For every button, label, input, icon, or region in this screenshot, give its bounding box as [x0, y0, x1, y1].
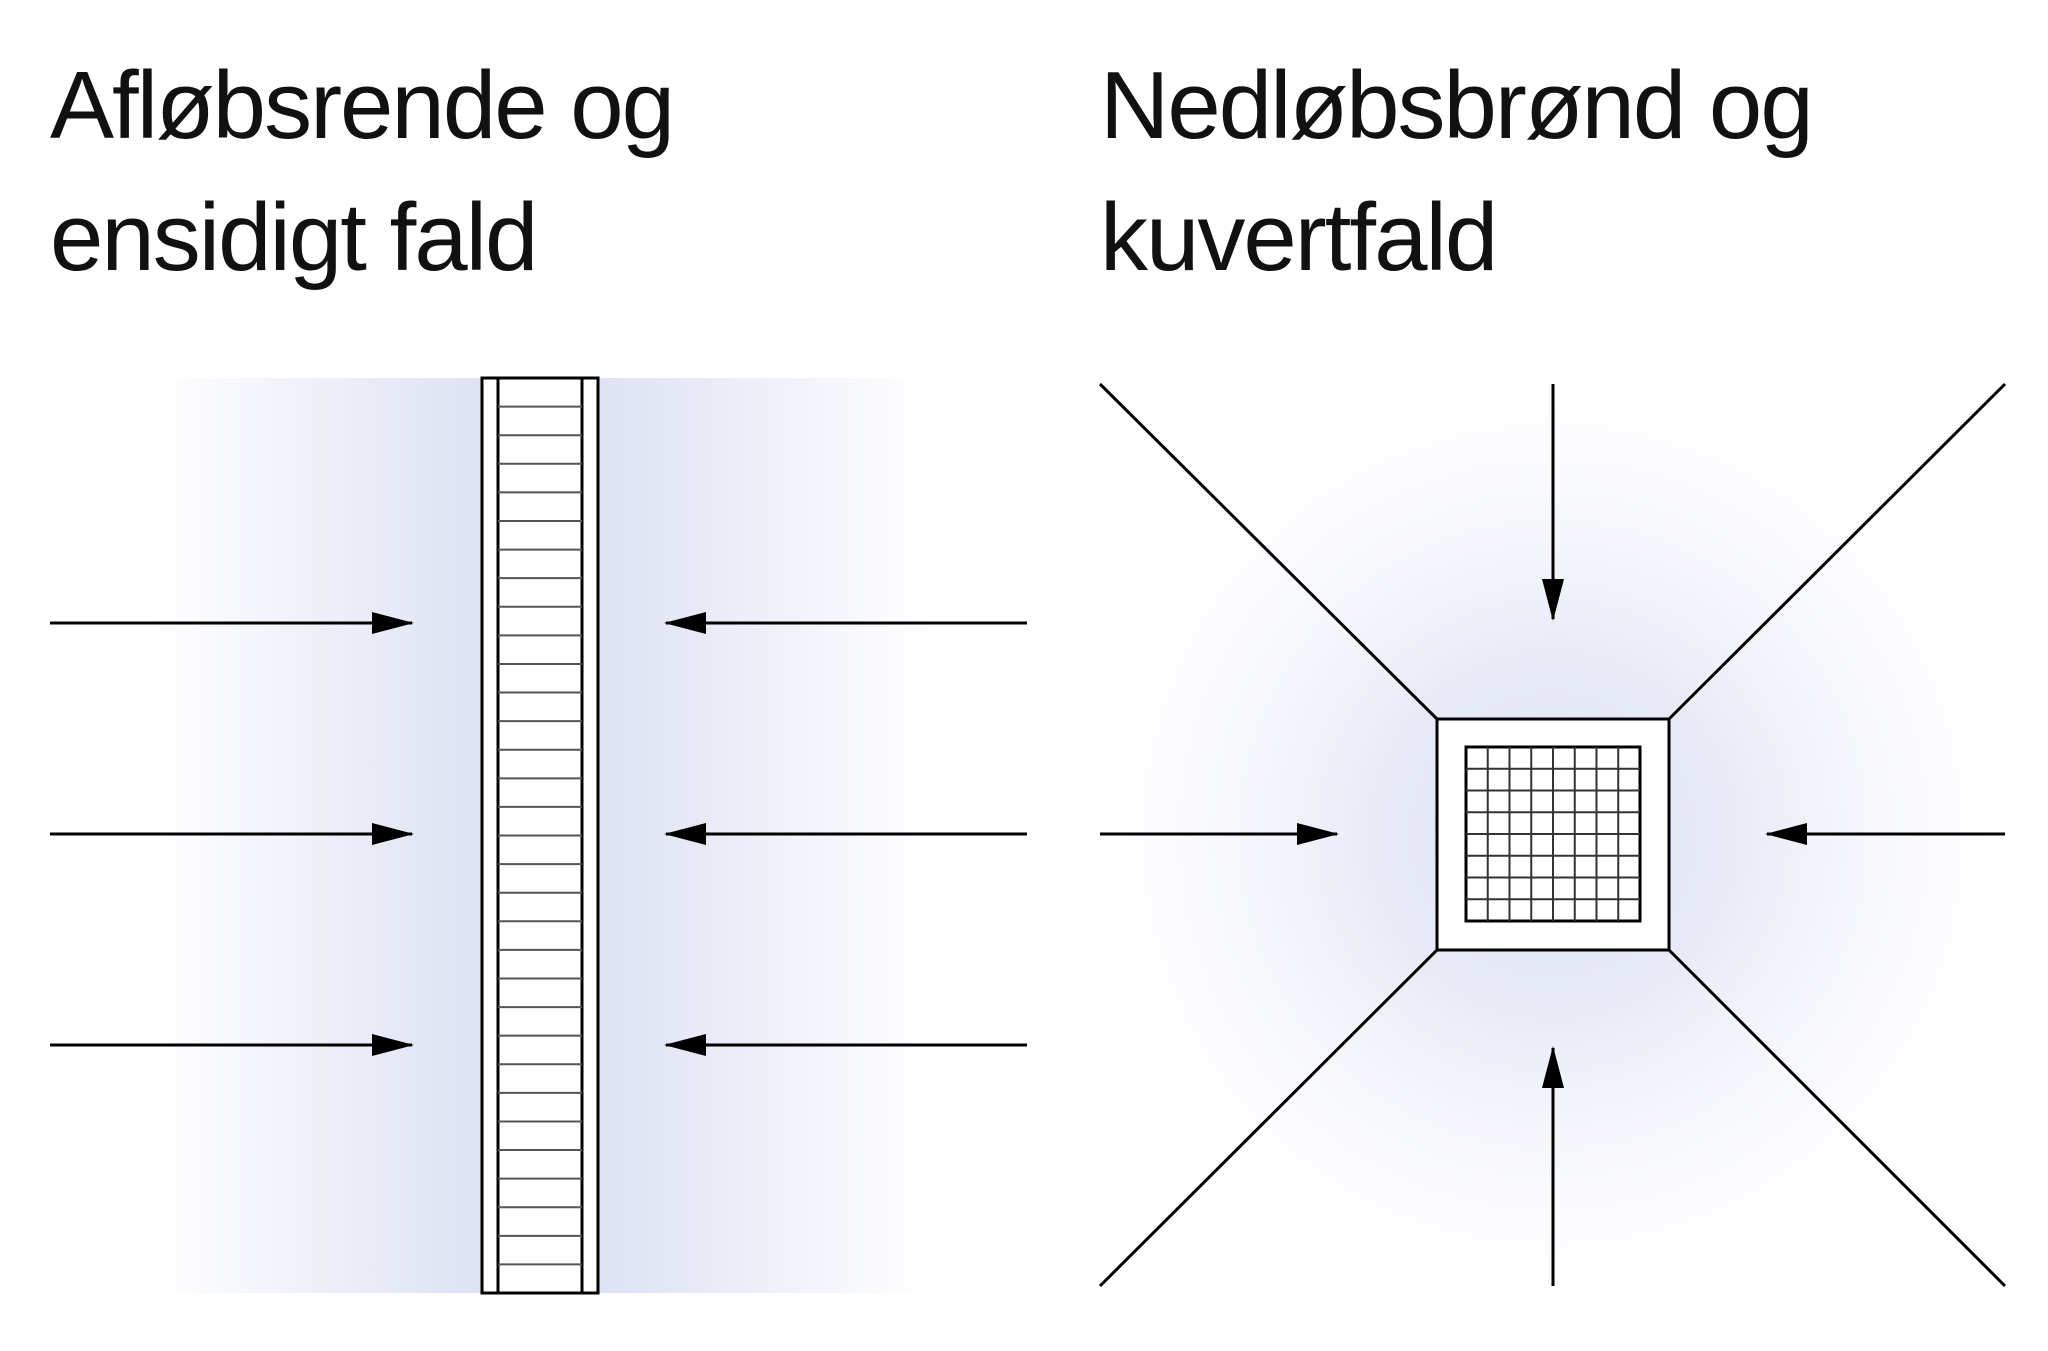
flow-arrows-drain: [1100, 384, 2005, 1286]
panel-title-right-line1: Nedløbsbrønd og: [1100, 52, 1814, 159]
channel-grate: [498, 405, 582, 1266]
panel-title-left-line1: Afløbsrende og: [50, 52, 675, 159]
fold-line-top-right: [1667, 382, 2007, 721]
drain-grate: [1466, 747, 1640, 921]
right-panel: [1098, 380, 2007, 1290]
panel-title-right: Nedløbsbrønd og kuvertfald: [1100, 40, 1814, 304]
fold-line-bottom-right: [1667, 948, 2007, 1288]
left-panel: [50, 376, 1027, 1295]
flow-arrows-left: [50, 612, 414, 1056]
fold-line-top-left: [1098, 382, 1439, 721]
panel-title-left-line2: ensidigt fald: [50, 184, 538, 291]
floor-drain-icon: [1435, 717, 1671, 952]
fold-line-bottom-left: [1098, 948, 1439, 1288]
panel-title-right-line2: kuvertfald: [1100, 184, 1498, 291]
channel-drain-icon: [480, 376, 600, 1295]
envelope-fold-lines: [1098, 382, 2007, 1288]
panel-title-left: Afløbsrende og ensidigt fald: [50, 40, 675, 304]
flow-arrows-right: [664, 612, 1027, 1056]
